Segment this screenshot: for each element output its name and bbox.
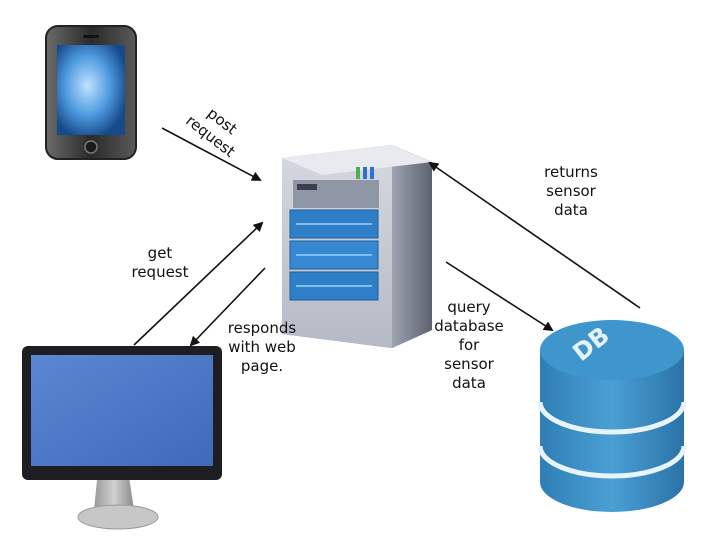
label-get-request: get request bbox=[131, 244, 189, 281]
arrow-returns-data bbox=[428, 161, 641, 309]
smartphone-icon bbox=[45, 25, 137, 160]
label-returns-sensor-data: returns sensor data bbox=[544, 163, 598, 219]
label-responds-with-web-page: responds with web page. bbox=[227, 319, 297, 375]
server-icon bbox=[282, 145, 432, 348]
label-query-database: query database for sensor data bbox=[434, 298, 504, 392]
database-icon bbox=[537, 320, 687, 512]
arrow-post-request bbox=[161, 127, 262, 181]
desktop-monitor-icon bbox=[22, 346, 222, 530]
arrow-get-request bbox=[133, 221, 264, 346]
arrow-query-database bbox=[445, 261, 554, 332]
arrow-responds bbox=[189, 267, 266, 347]
